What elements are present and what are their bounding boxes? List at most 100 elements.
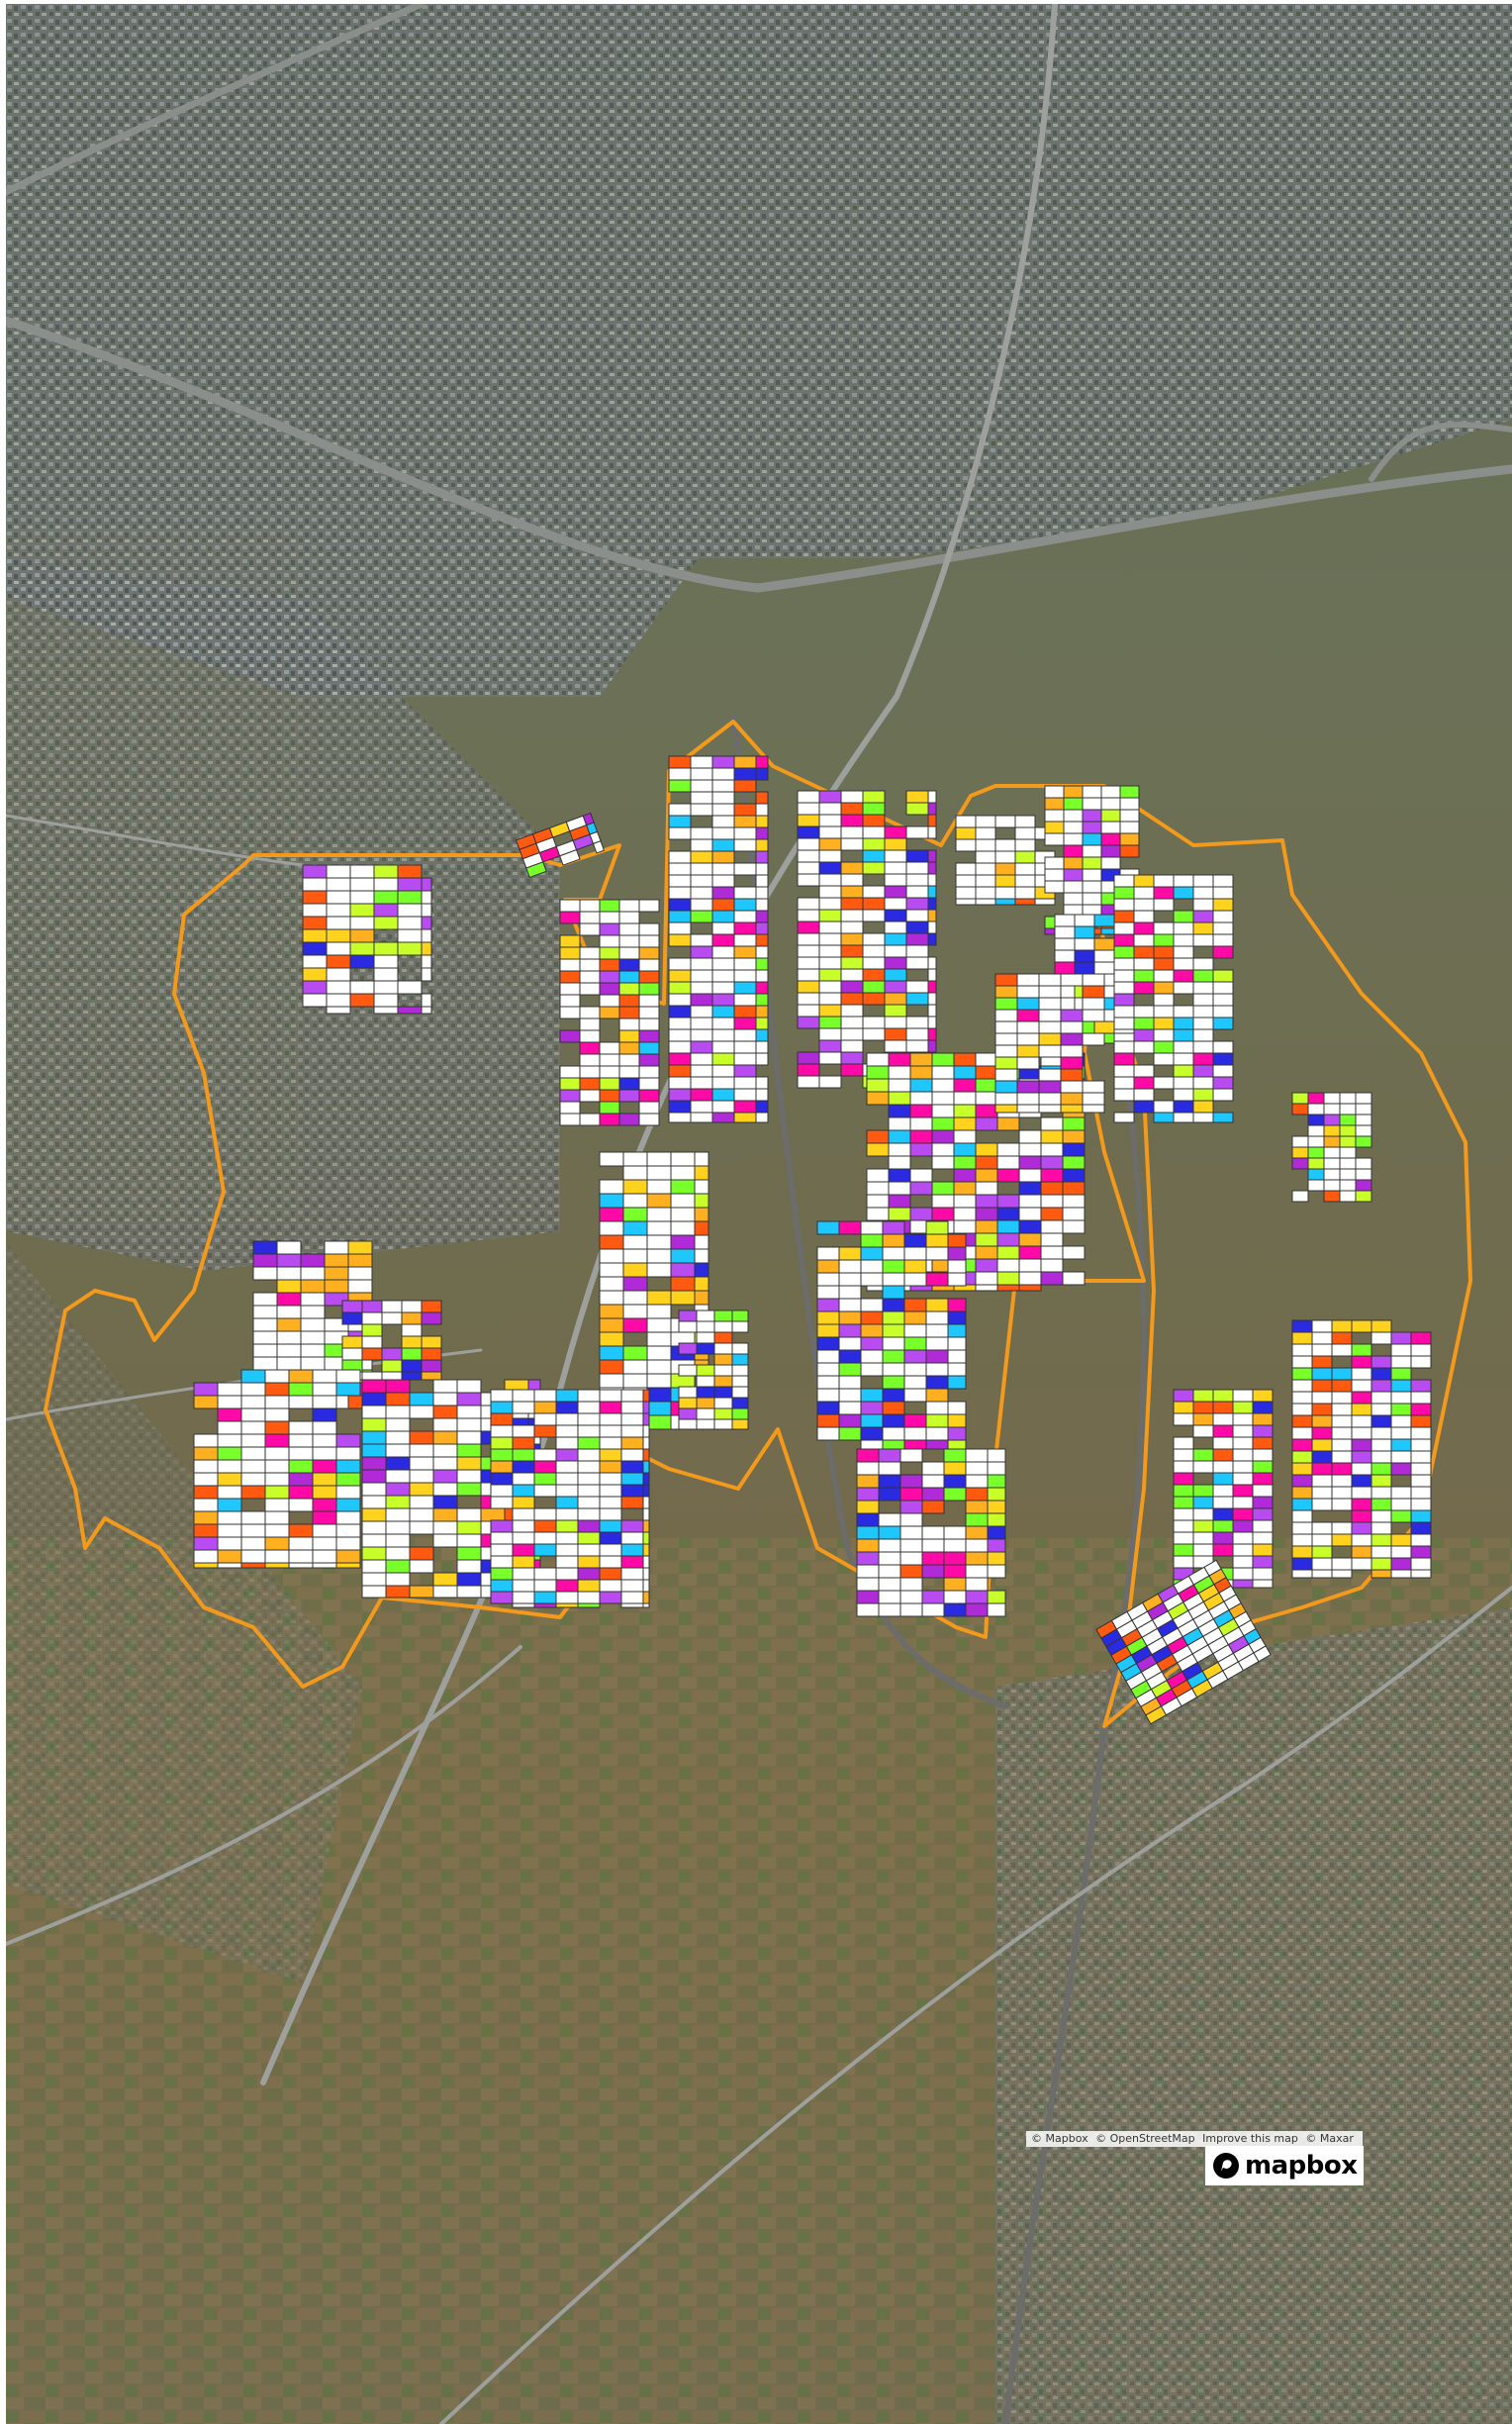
- field-parcel[interactable]: [599, 1555, 622, 1569]
- field-parcel[interactable]: [733, 910, 757, 923]
- field-parcel[interactable]: [409, 1585, 434, 1599]
- field-parcel[interactable]: [599, 1359, 624, 1375]
- field-parcel[interactable]: [690, 886, 713, 900]
- field-parcel[interactable]: [925, 1439, 949, 1450]
- field-parcel[interactable]: [1060, 1020, 1084, 1034]
- field-parcel[interactable]: [1018, 1207, 1042, 1221]
- field-parcel[interactable]: [577, 1543, 601, 1557]
- field-parcel[interactable]: [240, 1472, 266, 1487]
- field-parcel[interactable]: [432, 1456, 458, 1471]
- field-parcel[interactable]: [884, 825, 907, 839]
- field-parcel[interactable]: [1014, 862, 1036, 876]
- field-parcel[interactable]: [909, 1065, 933, 1080]
- field-parcel[interactable]: [994, 1092, 1018, 1106]
- field-parcel[interactable]: [1119, 832, 1140, 846]
- field-parcel[interactable]: [401, 1311, 423, 1325]
- field-parcel[interactable]: [335, 1562, 361, 1569]
- field-parcel[interactable]: [347, 1266, 373, 1281]
- field-parcel[interactable]: [312, 1549, 337, 1564]
- field-parcel[interactable]: [622, 1179, 648, 1195]
- field-parcel[interactable]: [1355, 1114, 1372, 1126]
- field-parcel[interactable]: [385, 1533, 411, 1548]
- field-parcel[interactable]: [878, 1461, 901, 1476]
- field-parcel[interactable]: [797, 814, 820, 827]
- field-parcel[interactable]: [646, 1414, 672, 1430]
- field-parcel[interactable]: [1173, 1017, 1194, 1030]
- field-parcel[interactable]: [409, 1546, 434, 1561]
- field-parcel[interactable]: [1044, 797, 1065, 811]
- field-parcel[interactable]: [1133, 898, 1155, 912]
- field-parcel[interactable]: [490, 1567, 514, 1581]
- field-parcel[interactable]: [755, 815, 769, 828]
- field-parcel[interactable]: [1311, 1498, 1333, 1511]
- field-parcel[interactable]: [1212, 921, 1234, 935]
- field-parcel[interactable]: [326, 993, 351, 1008]
- field-parcel[interactable]: [1212, 993, 1234, 1007]
- field-parcel[interactable]: [1355, 1190, 1372, 1203]
- field-parcel[interactable]: [840, 897, 864, 911]
- field-parcel[interactable]: [533, 1389, 557, 1403]
- field-parcel[interactable]: [490, 1460, 514, 1474]
- field-parcel[interactable]: [690, 933, 713, 947]
- field-parcel[interactable]: [302, 916, 328, 930]
- field-parcel[interactable]: [755, 1112, 769, 1123]
- field-parcel[interactable]: [622, 1165, 648, 1181]
- field-parcel[interactable]: [1370, 1533, 1392, 1547]
- field-parcel[interactable]: [599, 1317, 624, 1333]
- field-parcel[interactable]: [559, 1065, 581, 1079]
- field-parcel[interactable]: [361, 1495, 387, 1509]
- field-parcel[interactable]: [1192, 1088, 1214, 1102]
- field-parcel[interactable]: [882, 1375, 905, 1390]
- field-parcel[interactable]: [670, 1290, 696, 1306]
- field-parcel[interactable]: [1113, 1076, 1135, 1090]
- field-parcel[interactable]: [421, 1359, 442, 1373]
- field-parcel[interactable]: [217, 1523, 242, 1538]
- field-parcel[interactable]: [1351, 1557, 1372, 1571]
- field-parcel[interactable]: [903, 1246, 927, 1261]
- field-parcel[interactable]: [713, 1331, 733, 1344]
- field-parcel[interactable]: [1119, 797, 1140, 811]
- field-parcel[interactable]: [599, 1304, 624, 1319]
- field-parcel[interactable]: [668, 886, 692, 900]
- field-parcel[interactable]: [385, 1392, 411, 1406]
- field-parcel[interactable]: [975, 874, 996, 888]
- field-parcel[interactable]: [579, 1077, 601, 1091]
- field-parcel[interactable]: [1153, 969, 1175, 983]
- parcel-block[interactable]: [1173, 1389, 1274, 1589]
- field-parcel[interactable]: [217, 1472, 242, 1487]
- field-parcel[interactable]: [620, 1543, 644, 1557]
- field-parcel[interactable]: [1370, 1355, 1392, 1369]
- field-parcel[interactable]: [1212, 874, 1234, 888]
- field-parcel[interactable]: [1040, 1129, 1064, 1144]
- field-parcel[interactable]: [953, 1078, 977, 1093]
- field-parcel[interactable]: [490, 1531, 514, 1545]
- field-parcel[interactable]: [1291, 1403, 1313, 1416]
- field-parcel[interactable]: [1370, 1545, 1392, 1559]
- field-parcel[interactable]: [1192, 1412, 1214, 1426]
- field-parcel[interactable]: [711, 874, 735, 888]
- field-parcel[interactable]: [381, 1311, 403, 1325]
- field-parcel[interactable]: [1173, 1555, 1194, 1569]
- field-parcel[interactable]: [620, 1591, 644, 1604]
- field-parcel[interactable]: [599, 1531, 622, 1545]
- field-parcel[interactable]: [1074, 961, 1095, 975]
- field-parcel[interactable]: [668, 981, 692, 995]
- field-parcel[interactable]: [1311, 1355, 1333, 1369]
- field-parcel[interactable]: [947, 1233, 967, 1248]
- field-parcel[interactable]: [1173, 1460, 1194, 1474]
- field-parcel[interactable]: [878, 1448, 901, 1463]
- field-parcel[interactable]: [618, 994, 640, 1008]
- field-parcel[interactable]: [884, 909, 907, 922]
- field-parcel[interactable]: [965, 1500, 989, 1514]
- field-parcel[interactable]: [840, 932, 864, 946]
- field-parcel[interactable]: [943, 1590, 967, 1604]
- field-parcel[interactable]: [994, 1080, 1018, 1094]
- field-parcel[interactable]: [533, 1507, 557, 1521]
- field-parcel[interactable]: [1291, 1319, 1313, 1333]
- field-parcel[interactable]: [690, 945, 713, 959]
- field-parcel[interactable]: [903, 1272, 927, 1287]
- field-parcel[interactable]: [577, 1424, 601, 1438]
- field-parcel[interactable]: [1074, 949, 1095, 963]
- field-parcel[interactable]: [1173, 1484, 1194, 1498]
- field-parcel[interactable]: [1133, 969, 1155, 983]
